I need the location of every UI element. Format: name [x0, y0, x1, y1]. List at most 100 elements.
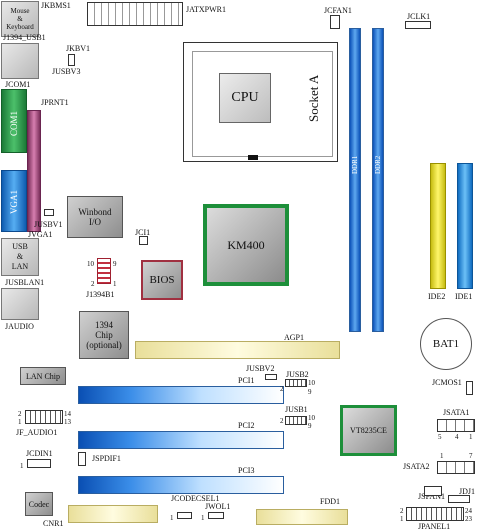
ide2-label: IDE2: [428, 292, 446, 301]
jclk1-label: JCLK1: [407, 12, 431, 21]
ampersand-label: &: [17, 15, 23, 23]
jsata1-pin1: 1: [469, 433, 473, 441]
keyboard-label: Keyboard: [6, 23, 34, 31]
j1394b1-pin10: 10: [87, 260, 94, 268]
ps2-mouse-keyboard-connector: Mouse & Keyboard: [1, 1, 39, 37]
jf-audio1-pin1: 1: [18, 418, 22, 426]
jkbms1-label: JKBMS1: [41, 1, 71, 10]
ide1-label: IDE1: [455, 292, 473, 301]
usb-label: USB: [12, 242, 28, 251]
cnr1-label: CNR1: [43, 519, 64, 528]
jusb1-pin10: 10: [308, 414, 315, 422]
ddr1-slot: [349, 28, 361, 332]
mouse-label: Mouse: [10, 7, 30, 15]
jusbv2-jumper: [265, 374, 277, 380]
cd-in-header: [27, 459, 51, 468]
pci3-slot: [78, 476, 284, 494]
lan-label: LAN: [11, 262, 29, 271]
jcdin1-pin1: 1: [20, 462, 24, 470]
jf-audio1-pin13: 13: [64, 418, 71, 426]
vt8235ce-label: VT8235CE: [350, 426, 387, 435]
jatxpwr1-label: JATXPWR1: [186, 5, 227, 14]
jf-audio1-pin14: 14: [64, 410, 71, 418]
jsata2-pin7: 7: [469, 452, 473, 460]
cpu-die: CPU: [219, 73, 271, 123]
jsata1-connector: [437, 419, 475, 432]
vga1-text: VGA1: [9, 190, 19, 214]
j1394b1-pin1: 1: [113, 280, 117, 288]
jkbv1-jumper: [68, 54, 75, 66]
codec-select-jumper: [177, 512, 192, 519]
jcmos1-label: JCMOS1: [432, 378, 462, 387]
ide1-connector: [457, 163, 473, 289]
j1394b1-label: J1394B1: [86, 290, 115, 299]
lan-chip: LAN Chip: [20, 367, 66, 385]
jusbv1-jumper: [44, 209, 54, 216]
jpanel1-pin2: 2: [400, 507, 404, 515]
jwol1-label: JWOL1: [205, 502, 231, 511]
jusbv1-label: JUSBV1: [34, 220, 63, 229]
ddr1-label: DDR1: [351, 155, 359, 175]
spdif-header: [78, 452, 86, 466]
j1394b1-pin9: 9: [113, 260, 117, 268]
1394-chip-label: 1394: [95, 320, 113, 330]
vt8235ce-southbridge: VT8235CE: [340, 405, 397, 456]
1394-chip-word: Chip: [95, 330, 113, 340]
case-intrusion-header: [139, 236, 148, 245]
jpanel1-pin23: 23: [465, 515, 472, 523]
jkbv1-label: JKBV1: [66, 44, 91, 53]
winbond-label: Winbond: [78, 207, 112, 217]
atx-power-connector: [87, 2, 183, 26]
wake-on-lan-header: [208, 512, 224, 519]
system-fan-header: [424, 486, 442, 496]
jsata2-connector: [437, 461, 475, 474]
jusbv2-label: JUSBV2: [246, 364, 275, 373]
j1394-usb1-label: J1394_USB1: [3, 33, 46, 42]
km400-label: KM400: [227, 237, 265, 252]
jsata2-pin1: 1: [440, 452, 444, 460]
cpu-socket: CPU Socket A: [183, 42, 338, 162]
ddr2-slot: [372, 28, 384, 332]
jsata1-pin4: 4: [455, 433, 459, 441]
com1-text: COM1: [9, 110, 19, 136]
jusb1-pin9: 9: [308, 422, 312, 430]
jcfan1-label: JCFAN1: [324, 6, 352, 15]
jprnt1-label: JPRNT1: [41, 98, 69, 107]
pci2-label: PCI2: [238, 421, 255, 430]
battery: BAT1: [420, 318, 472, 370]
pci1-slot: [78, 386, 284, 404]
agp1-label: AGP1: [284, 333, 305, 342]
bios-label: BIOS: [149, 274, 175, 286]
jusbv3-label: JUSBV3: [52, 67, 81, 76]
jspdif1-label: JSPDIF1: [92, 454, 121, 463]
1394-usb-port: [1, 43, 39, 79]
j1394b1-pin2: 2: [91, 280, 95, 288]
km400-northbridge: KM400: [203, 204, 289, 286]
jsfan1-label: JSFAN1: [418, 492, 445, 501]
jcom1-label: JCOM1: [5, 80, 31, 89]
jusb2-header: [285, 379, 307, 387]
winbond-io-chip: Winbond I/O: [67, 196, 123, 238]
cnr1-slot: [68, 505, 158, 523]
audio-jacks: [1, 288, 39, 320]
pci1-label: PCI1: [238, 376, 255, 385]
clock-jumper: [405, 21, 431, 29]
1394-chip-optional: (optional): [86, 340, 122, 350]
floppy-connector: [256, 509, 348, 525]
fdd1-label: FDD1: [320, 497, 341, 506]
jpanel1-label: JPANEL1: [418, 522, 451, 531]
jusb1-header: [285, 416, 307, 425]
bios-chip: BIOS: [141, 260, 183, 300]
parallel-port: [27, 110, 41, 232]
1394-header: [97, 258, 111, 284]
front-panel-header: [406, 507, 464, 521]
jvga1-label: JVGA1: [28, 230, 53, 239]
cpu-fan-header: [330, 15, 340, 29]
jusb1-label: JUSB1: [285, 405, 308, 414]
com1-port: COM1: [1, 89, 27, 153]
jsata1-pin5: 5: [438, 433, 442, 441]
codec-label: Codec: [28, 499, 50, 509]
jsata1-label: JSATA1: [443, 408, 470, 417]
pci2-slot: [78, 431, 284, 449]
jaudio-label: JAUDIO: [5, 322, 34, 331]
